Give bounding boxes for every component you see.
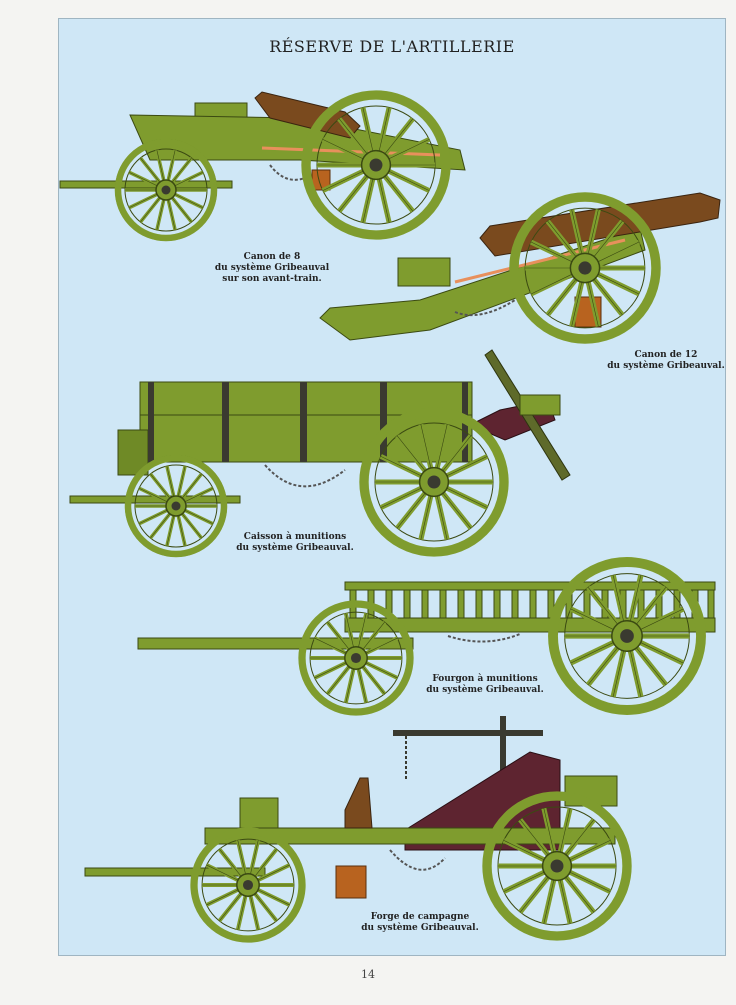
canon8-front-wheel xyxy=(114,138,218,242)
caisson-illustration xyxy=(69,349,571,504)
forge-rear-wheel xyxy=(482,791,632,941)
fourgon-rear-wheel xyxy=(548,557,706,715)
caisson-rear-wheel xyxy=(359,407,509,557)
caption-caisson: Caisson à munitions du système Gribeauva… xyxy=(236,532,354,553)
forge-illustration xyxy=(84,716,618,899)
wheels xyxy=(114,90,706,943)
caption-fourgon: Fourgon à munitions du système Gribeauva… xyxy=(426,674,544,695)
fourgon-front-wheel xyxy=(298,600,414,716)
caption-canon-de-8: Canon de 8 du système Gribeauval sur son… xyxy=(214,252,330,284)
caption-canon-de-12: Canon de 12 du système Gribeauval. xyxy=(607,350,725,371)
plate-title: RÉSERVE DE L'ARTILLERIE xyxy=(269,37,515,56)
canon12-wheel xyxy=(509,192,661,344)
forge-front-wheel xyxy=(190,827,306,943)
page-number: 14 xyxy=(361,968,375,981)
caisson-front-wheel xyxy=(124,454,228,558)
canon8-rear-wheel xyxy=(301,90,451,240)
caption-forge: Forge de campagne du système Gribeauval. xyxy=(361,912,479,933)
